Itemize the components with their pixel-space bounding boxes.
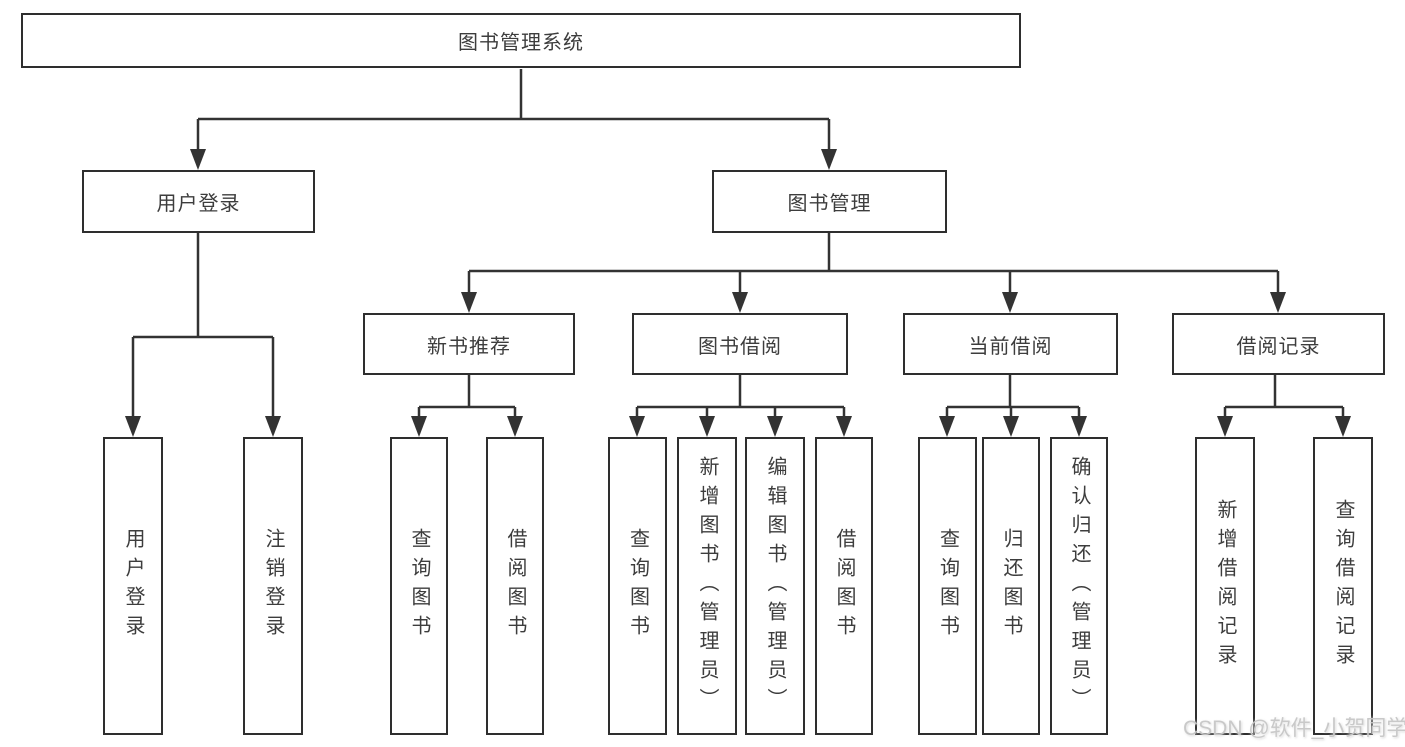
leaf-logout: 注销登录 — [243, 437, 303, 735]
node-new-book-recommend: 新书推荐 — [363, 313, 575, 375]
node-label: 确认归还（管理员） — [1068, 455, 1090, 717]
leaf-query-books-borrow: 查询图书 — [608, 437, 667, 735]
connector-borrow-records-children — [1223, 375, 1345, 417]
leaf-add-book-admin: 新增图书（管理员） — [677, 437, 737, 735]
connector-root-to-level2 — [196, 69, 831, 150]
arrow-down-icon — [732, 292, 748, 313]
node-current-borrow: 当前借阅 — [903, 313, 1118, 375]
arrow-down-icon — [411, 416, 427, 437]
node-label: 新增借阅记录 — [1214, 499, 1236, 673]
connector-current-borrow-children — [945, 375, 1081, 417]
node-label: 图书借阅 — [698, 335, 782, 358]
connector-book-borrow-children — [635, 375, 846, 417]
node-label: 用户登录 — [122, 528, 144, 644]
arrow-down-icon — [265, 416, 281, 437]
node-library-management-system: 图书管理系统 — [21, 13, 1021, 68]
leaf-edit-book-admin: 编辑图书（管理员） — [745, 437, 805, 735]
leaf-borrow-books: 借阅图书 — [815, 437, 873, 735]
arrow-down-icon — [836, 416, 852, 437]
leaf-user-login: 用户登录 — [103, 437, 163, 735]
node-label: 查询借阅记录 — [1332, 499, 1354, 673]
node-label: 新书推荐 — [427, 335, 511, 358]
node-label: 用户登录 — [156, 193, 241, 215]
node-label: 编辑图书（管理员） — [764, 455, 786, 717]
arrow-down-icon — [939, 416, 955, 437]
connector-user-login-children — [131, 233, 275, 417]
arrowheads — [125, 149, 1351, 437]
arrow-down-icon — [461, 292, 477, 313]
csdn-watermark: CSDN @软件_小贺同学 — [1183, 717, 1405, 740]
connector-new-book-recommend-children — [417, 375, 517, 417]
leaf-query-books-recommend: 查询图书 — [390, 437, 448, 735]
arrow-down-icon — [190, 149, 206, 170]
node-user-login: 用户登录 — [82, 170, 315, 233]
arrow-down-icon — [1003, 416, 1019, 437]
node-label: 注销登录 — [262, 528, 284, 644]
arrow-down-icon — [125, 416, 141, 437]
node-label: 借阅图书 — [833, 528, 855, 644]
node-label: 当前借阅 — [968, 335, 1053, 358]
arrow-down-icon — [1335, 416, 1351, 437]
node-label: 查询图书 — [408, 528, 430, 644]
node-label: 借阅记录 — [1236, 335, 1321, 358]
leaf-return-book: 归还图书 — [982, 437, 1040, 735]
node-label: 图书管理 — [787, 193, 872, 215]
connector-lines — [131, 69, 1345, 417]
node-label: 新增图书（管理员） — [696, 455, 718, 717]
node-book-management: 图书管理 — [712, 170, 947, 233]
leaf-add-borrow-record: 新增借阅记录 — [1195, 437, 1255, 735]
node-label: 归还图书 — [1000, 528, 1022, 644]
arrow-down-icon — [507, 416, 523, 437]
arrow-down-icon — [629, 416, 645, 437]
arrow-down-icon — [1270, 292, 1286, 313]
arrow-down-icon — [699, 416, 715, 437]
node-label: 查询图书 — [626, 528, 649, 644]
arrow-down-icon — [767, 416, 783, 437]
node-label: 查询图书 — [936, 528, 959, 644]
node-book-borrow: 图书借阅 — [632, 313, 848, 375]
node-borrow-records: 借阅记录 — [1172, 313, 1385, 375]
arrow-down-icon — [821, 149, 837, 170]
leaf-query-borrow-record: 查询借阅记录 — [1313, 437, 1373, 735]
connector-book-management-children — [467, 233, 1280, 293]
leaf-confirm-return-admin: 确认归还（管理员） — [1050, 437, 1108, 735]
arrow-down-icon — [1217, 416, 1233, 437]
leaf-borrow-books-recommend: 借阅图书 — [486, 437, 544, 735]
arrow-down-icon — [1071, 416, 1087, 437]
leaf-query-books-current: 查询图书 — [918, 437, 977, 735]
arrow-down-icon — [1002, 292, 1018, 313]
node-label: 借阅图书 — [504, 528, 526, 644]
node-label: 图书管理系统 — [458, 32, 584, 54]
